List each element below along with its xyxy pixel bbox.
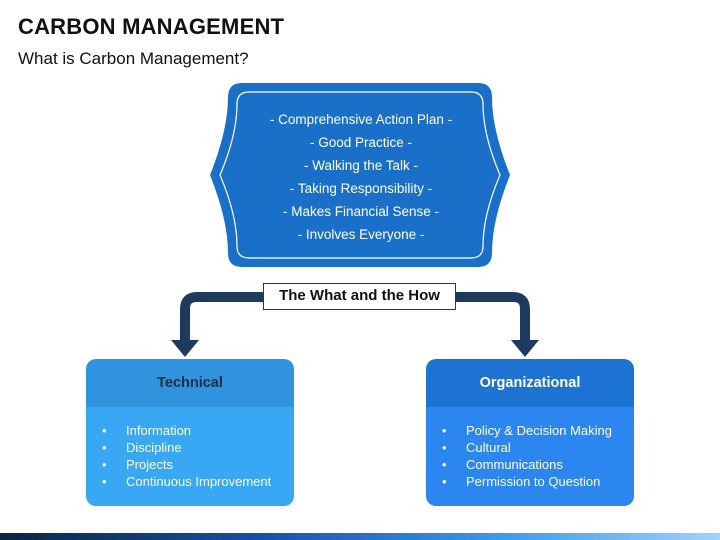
list-item: Cultural bbox=[442, 439, 634, 456]
list-item: Information bbox=[102, 422, 294, 439]
center-item: - Makes Financial Sense - bbox=[282, 204, 440, 219]
list-item: Communications bbox=[442, 456, 634, 473]
list-item: Policy & Decision Making bbox=[442, 422, 634, 439]
organizational-card: Organizational Policy & Decision Making … bbox=[426, 359, 634, 506]
center-item: - Walking the Talk - bbox=[303, 158, 419, 173]
organizational-card-body: Policy & Decision Making Cultural Commun… bbox=[426, 407, 634, 506]
page-subtitle: What is Carbon Management? bbox=[18, 49, 249, 68]
center-plaque bbox=[210, 83, 510, 267]
right-arrow bbox=[454, 292, 530, 340]
right-arrowhead bbox=[511, 340, 539, 357]
footer-gradient-bar bbox=[0, 533, 720, 540]
list-item: Continuous Improvement bbox=[102, 473, 294, 490]
center-item: - Comprehensive Action Plan - bbox=[269, 112, 453, 127]
left-arrowhead bbox=[171, 340, 199, 357]
center-item: - Taking Responsibility - bbox=[289, 181, 433, 196]
list-item: Permission to Question bbox=[442, 473, 634, 490]
technical-card-body: Information Discipline Projects Continuo… bbox=[86, 407, 294, 506]
technical-card: Technical Information Discipline Project… bbox=[86, 359, 294, 506]
left-arrow bbox=[180, 292, 266, 340]
center-item: - Good Practice - bbox=[309, 135, 413, 150]
list-item: Discipline bbox=[102, 439, 294, 456]
list-item: Projects bbox=[102, 456, 294, 473]
connector-label: The What and the How bbox=[263, 283, 456, 310]
technical-card-title: Technical bbox=[86, 359, 294, 407]
center-list: - Comprehensive Action Plan - - Good Pra… bbox=[250, 108, 472, 246]
organizational-card-title: Organizational bbox=[426, 359, 634, 407]
technical-list: Information Discipline Projects Continuo… bbox=[86, 422, 294, 490]
page-title: CARBON MANAGEMENT bbox=[18, 14, 285, 39]
center-plaque-border bbox=[219, 91, 501, 259]
organizational-list: Policy & Decision Making Cultural Commun… bbox=[426, 422, 634, 490]
center-item: - Involves Everyone - bbox=[297, 227, 425, 242]
